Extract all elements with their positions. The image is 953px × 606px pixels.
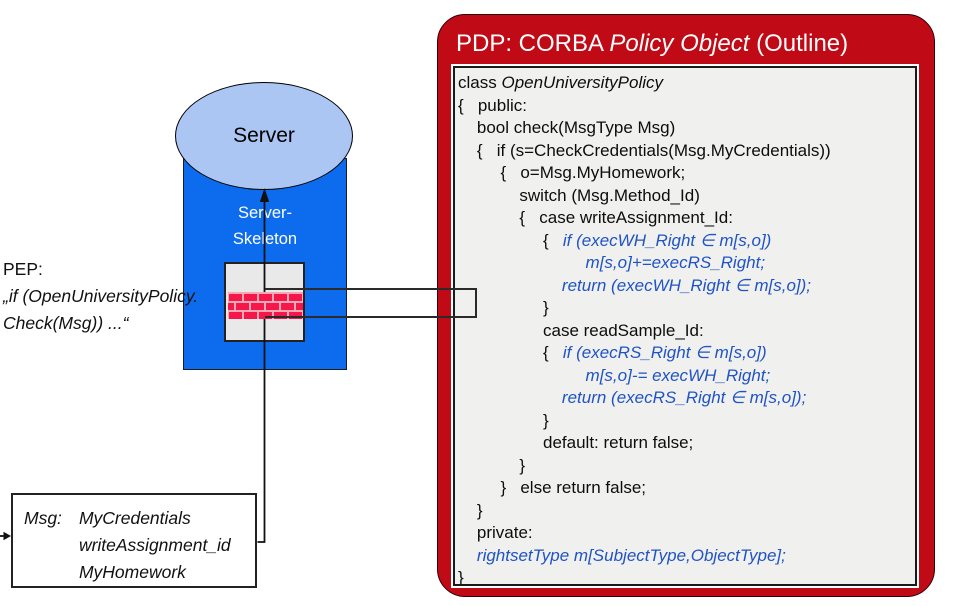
firewall-bricks-icon — [228, 292, 303, 319]
msg-item: MyCredentials — [78, 508, 191, 528]
code-line: private: — [458, 523, 533, 542]
msg-item: MyHomework — [78, 562, 186, 582]
pep-note-line1: „if (OpenUniversityPolicy. — [3, 286, 199, 306]
code-line: switch (Msg.Method_Id) — [458, 185, 700, 205]
server-skeleton-label-line1: Server- — [237, 204, 293, 222]
code-line: } — [458, 500, 483, 520]
code-line: m[s,o]-= execWH_Right; — [585, 365, 771, 385]
code-line: bool check(MsgType Msg) — [458, 118, 676, 137]
msg-label: Msg: — [24, 508, 62, 528]
code-line: } — [458, 410, 549, 430]
server-skeleton-label: Server- Skeleton — [183, 200, 347, 252]
pep-pdp-connector — [265, 288, 477, 318]
code-line: { if (s=CheckCredentials(Msg.MyCredentia… — [458, 140, 831, 160]
msg-item: writeAssignment_id — [78, 535, 231, 555]
pep-annotation: PEP: „if (OpenUniversityPolicy. Check(Ms… — [3, 256, 198, 337]
pdp-title-prefix: PDP: CORBA — [456, 30, 610, 57]
code-line: } — [458, 298, 549, 317]
code-line: case readSample_Id: — [458, 320, 704, 340]
pdp-code: class OpenUniversityPolicy { public: bool… — [453, 66, 917, 586]
code-line: { o=Msg.MyHomework; — [458, 163, 686, 182]
code-line: m[s,o]+=execRS_Right; — [585, 253, 766, 272]
code-line: return (execWH_Right ∈ m[s,o]); — [561, 275, 812, 295]
code-line: rightsetType m[SubjectType,ObjectType]; — [476, 545, 786, 565]
pep-label: PEP: — [3, 259, 43, 279]
pep-note-line2: Check(Msg)) ...“ — [3, 313, 129, 333]
server-label: Server — [233, 124, 295, 147]
code-line: default: return false; — [458, 433, 694, 452]
pdp-title-suffix: (Outline) — [749, 30, 849, 57]
code-line: { if (execRS_Right ∈ m[s,o]) — [458, 343, 767, 362]
code-line: class OpenUniversityPolicy — [458, 73, 664, 92]
pdp-title-italic: Policy Object — [609, 30, 750, 57]
code-line: } else return false; — [458, 478, 647, 497]
code-line: } — [458, 455, 526, 475]
code-line: } — [458, 568, 464, 586]
code-line: { public: — [458, 95, 527, 115]
code-line: return (execRS_Right ∈ m[s,o]); — [561, 388, 807, 407]
code-line: { case writeAssignment_Id: — [458, 208, 733, 227]
server-skeleton-label-line2: Skeleton — [232, 230, 298, 248]
code-line: { if (execWH_Right ∈ m[s,o]) — [458, 230, 772, 250]
arrowhead-right-icon — [3, 531, 11, 541]
pdp-title: PDP: CORBA Policy Object (Outline) — [456, 30, 848, 58]
server-ellipse: Server — [175, 82, 353, 190]
